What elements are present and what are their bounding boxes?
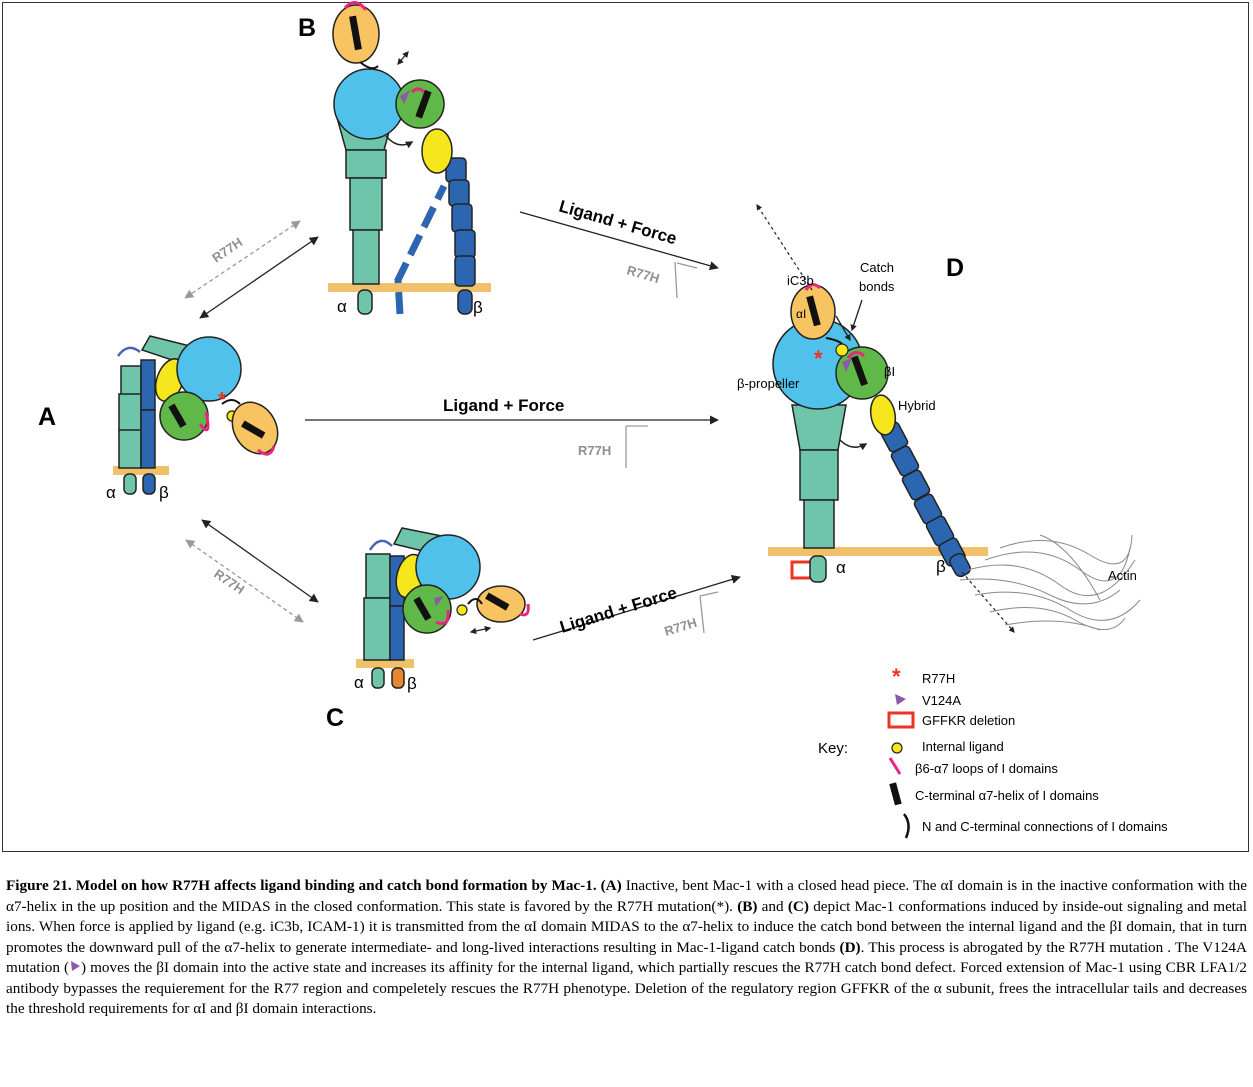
legend-label-0: R77H	[922, 671, 955, 686]
alpha-label-d: α	[836, 558, 846, 577]
caption-d-label: (D)	[840, 939, 861, 956]
beta-i-label: βI	[884, 364, 895, 379]
r77h-label-b: R77H	[625, 262, 661, 286]
ligand-force-label-b: Ligand + Force	[557, 197, 679, 249]
legend-label-5: C-terminal α7-helix of I domains	[915, 788, 1099, 803]
beta-label-a: β	[159, 483, 169, 502]
r77h-label-a: R77H	[578, 443, 611, 458]
alpha-i-label: αI	[796, 307, 806, 321]
legend-label-1: V124A	[922, 693, 961, 708]
panel-label-a: A	[38, 403, 56, 431]
ligand-force-label-c: Ligand + Force	[558, 583, 680, 637]
purple-flag-icon	[895, 694, 906, 705]
r77h-marker-a: *	[218, 389, 226, 411]
red-rectangle-icon	[889, 713, 913, 727]
beta-label-b: β	[473, 298, 483, 317]
panel-a-structure: *	[113, 336, 287, 494]
yellow-circle-icon	[892, 743, 902, 753]
legend-label-4: β6-α7 loops of I domains	[915, 761, 1058, 776]
caption-part4: ) moves the βI domain into the active st…	[6, 959, 1247, 1017]
caption-and: and	[757, 898, 787, 915]
caption-figure-label: Figure 21. Model on how R77H affects lig…	[6, 877, 597, 894]
actin-label: Actin	[1108, 568, 1137, 583]
panel-label-b: B	[298, 14, 316, 42]
legend: Key: * R77H V124A GFFKR deletion Interna…	[818, 664, 1168, 838]
beta-label-d: β	[936, 557, 946, 576]
legend-label-2: GFFKR deletion	[922, 713, 1015, 728]
magenta-loop-icon	[890, 758, 900, 774]
black-helix-icon	[889, 782, 901, 805]
caption-a-label: (A)	[601, 877, 622, 894]
red-asterisk-icon: *	[892, 664, 901, 689]
hybrid-label: Hybrid	[898, 398, 936, 413]
purple-flag-inline-icon	[69, 960, 81, 972]
catch-bonds-line2: bonds	[859, 279, 895, 294]
legend-label-3: Internal ligand	[922, 739, 1004, 754]
alpha-label-c: α	[354, 673, 364, 692]
panel-c-structure	[356, 528, 528, 688]
catch-bonds-label: Catch bonds	[859, 260, 898, 294]
beta-label-c: β	[407, 674, 417, 693]
alpha-label-a: α	[106, 483, 116, 502]
black-connector-icon	[904, 814, 909, 838]
r77h-label-c: R77H	[662, 615, 698, 639]
panel-b-structure	[328, 2, 491, 314]
r77h-marker-d: *	[814, 346, 823, 371]
caption-b-label: (B)	[737, 898, 757, 915]
panel-label-d: D	[946, 254, 964, 282]
caption-c-label: (C)	[788, 898, 809, 915]
panel-label-c: C	[326, 704, 344, 732]
mac1-model-diagram: *	[0, 0, 1253, 860]
figure-caption: Figure 21. Model on how R77H affects lig…	[6, 876, 1247, 1020]
ic3b-label: iC3b	[787, 273, 814, 288]
r77h-label-ac: R77H	[211, 566, 247, 597]
beta-propeller-label: β-propeller	[737, 376, 800, 391]
ligand-force-label-a: Ligand + Force	[443, 396, 564, 415]
alpha-label-b: α	[337, 297, 347, 316]
legend-label-6: N and C-terminal connections of I domain…	[922, 819, 1168, 834]
catch-bonds-line1: Catch	[860, 260, 894, 275]
legend-title: Key:	[818, 740, 848, 757]
